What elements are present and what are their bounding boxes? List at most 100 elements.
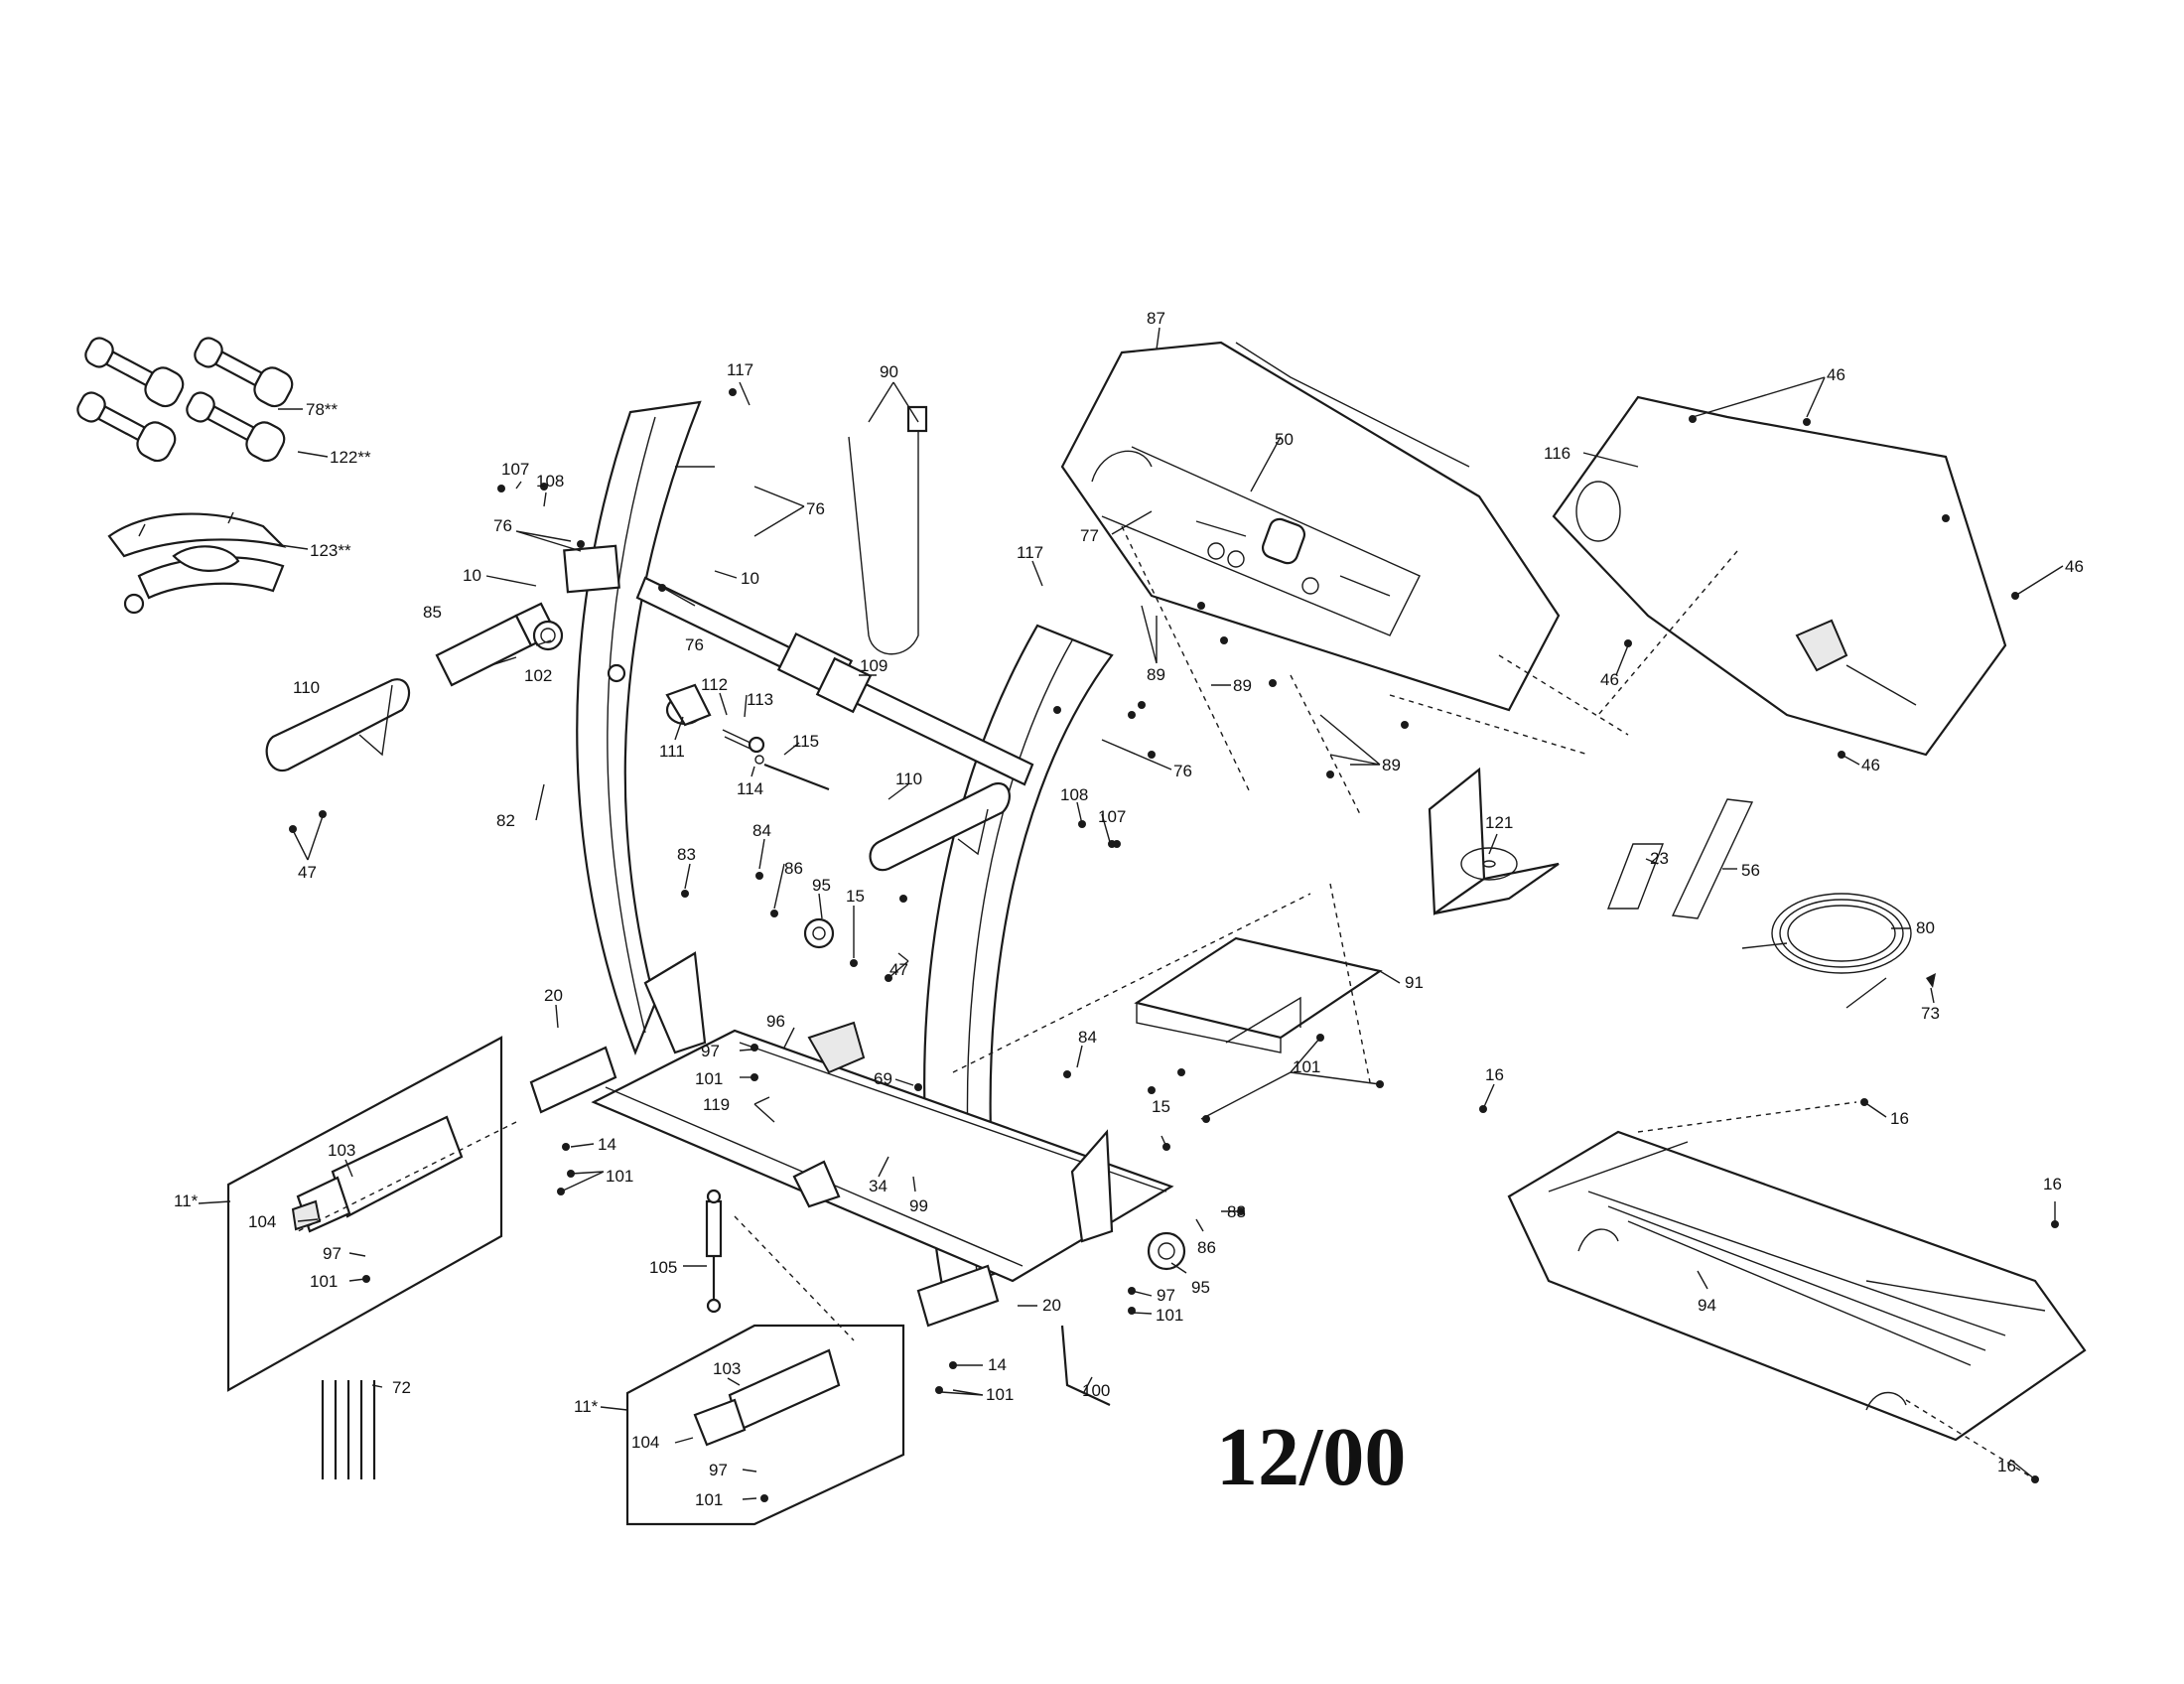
callout-87: 87 (1147, 309, 1165, 328)
callout-85: 85 (423, 603, 442, 622)
callout-97d: 97 (709, 1461, 728, 1479)
callout-76d: 76 (1173, 762, 1192, 780)
callout-50: 50 (1275, 430, 1294, 449)
callout-123: 123** (310, 541, 351, 560)
callout-46c: 46 (1600, 670, 1619, 689)
callout-101d: 101 (310, 1272, 338, 1291)
callout-96: 96 (766, 1012, 785, 1031)
callout-11a: 11* (174, 1192, 199, 1210)
callout-101a: 101 (695, 1069, 723, 1088)
callout-115: 115 (792, 732, 819, 751)
callout-23: 23 (1650, 849, 1669, 868)
hand-weights-drawing (76, 337, 294, 463)
callout-83a: 83 (677, 845, 696, 864)
callout-111: 111 (659, 742, 685, 761)
callout-20b: 20 (1042, 1296, 1061, 1315)
extension-tube-drawing (435, 602, 564, 687)
tie-wraps-drawing (321, 1380, 376, 1479)
callout-108b: 108 (1060, 785, 1088, 804)
callout-103b: 103 (713, 1359, 741, 1378)
callout-46d: 46 (1861, 756, 1880, 774)
assembly-lines (297, 525, 2036, 1480)
callout-117b: 117 (1017, 543, 1043, 562)
callout-107a: 107 (501, 460, 529, 479)
leader-lines (198, 327, 2064, 1500)
callout-82: 82 (496, 811, 515, 830)
callout-16a: 16 (1485, 1065, 1504, 1084)
callout-83b: 83 (1227, 1202, 1246, 1221)
cd-case-drawing (1428, 767, 1560, 916)
callout-78: 78** (306, 400, 339, 419)
callout-110b: 110 (895, 770, 922, 788)
callout-10a: 10 (463, 566, 481, 585)
callout-114: 114 (737, 779, 763, 798)
callout-108a: 108 (536, 472, 564, 491)
callout-112: 112 (701, 675, 728, 694)
callout-46a: 46 (1827, 365, 1845, 384)
callout-47b: 47 (889, 960, 908, 979)
callout-89c: 89 (1382, 756, 1401, 774)
date-code: 12/00 (1216, 1411, 1406, 1503)
callout-99: 99 (909, 1196, 928, 1215)
gas-spring-drawing (705, 1189, 723, 1314)
callout-76c: 76 (685, 635, 704, 654)
callout-47a: 47 (298, 863, 317, 882)
callout-labels: 117 90 87 46 78** 122** 123** 107 108 76… (174, 309, 2084, 1509)
callout-84b: 84 (1078, 1028, 1097, 1047)
leveling-foot-inset-left (226, 1036, 503, 1392)
motor-hood-drawing (1552, 395, 2007, 757)
callout-97c: 97 (1157, 1286, 1175, 1305)
callout-14b: 14 (988, 1355, 1007, 1374)
right-handlebar-drawing (869, 781, 1011, 872)
callout-101b: 101 (1293, 1057, 1320, 1076)
callout-117a: 117 (727, 360, 753, 379)
callout-14a: 14 (598, 1135, 616, 1154)
callout-101e: 101 (1156, 1306, 1183, 1325)
callout-119: 119 (703, 1095, 730, 1114)
left-handlebar-drawing (265, 678, 411, 772)
callout-46b: 46 (2065, 557, 2084, 576)
callout-16d: 16 (1997, 1457, 2016, 1475)
callout-113: 113 (747, 690, 773, 709)
callout-10b: 10 (741, 569, 759, 588)
wires-drawing (1606, 798, 1936, 1009)
callout-101g: 101 (695, 1490, 723, 1509)
callout-101c: 101 (606, 1167, 633, 1186)
crossbar-drawing (635, 576, 1034, 786)
callout-16b: 16 (1890, 1109, 1909, 1128)
callout-103a: 103 (328, 1141, 355, 1160)
callout-56: 56 (1741, 861, 1760, 880)
callout-76b: 76 (806, 499, 825, 518)
callout-116: 116 (1544, 444, 1570, 463)
console-drawing (1060, 341, 1561, 712)
callout-100: 100 (1082, 1381, 1110, 1400)
roller-parts-drawing (607, 663, 830, 791)
callout-91: 91 (1405, 973, 1424, 992)
base-frame-drawing (529, 917, 1186, 1328)
callout-122: 122** (330, 448, 371, 467)
chest-strap-drawing (107, 511, 287, 615)
callout-76a: 76 (493, 516, 512, 535)
callout-104b: 104 (631, 1433, 659, 1452)
callout-95a: 95 (812, 876, 831, 895)
allen-wrench-drawing (1060, 1325, 1111, 1406)
callout-89b: 89 (1233, 676, 1252, 695)
callout-97b: 97 (323, 1244, 341, 1263)
callout-105: 105 (649, 1258, 677, 1277)
callout-86a: 86 (784, 859, 803, 878)
callout-121: 121 (1485, 813, 1513, 832)
callout-109: 109 (860, 656, 887, 675)
walking-deck-drawing (1507, 1130, 2087, 1442)
callout-77: 77 (1080, 526, 1099, 545)
callout-104a: 104 (248, 1212, 276, 1231)
callout-101f: 101 (986, 1385, 1014, 1404)
callout-73: 73 (1921, 1004, 1940, 1023)
callout-15a: 15 (846, 887, 865, 906)
callout-69: 69 (874, 1069, 892, 1088)
callout-97a: 97 (701, 1042, 720, 1060)
callout-94: 94 (1698, 1296, 1716, 1315)
tray-drawing (1134, 936, 1383, 1053)
callout-107b: 107 (1098, 807, 1126, 826)
hardware-markers (289, 388, 2059, 1502)
